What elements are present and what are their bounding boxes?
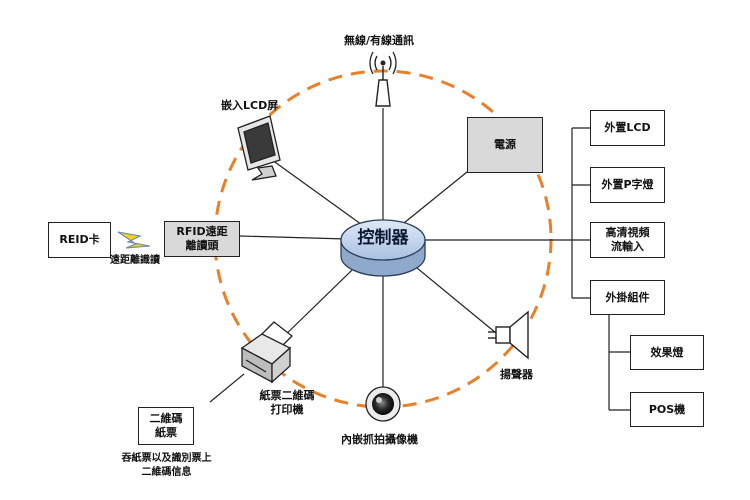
qr-ticket-note: 吞紙票以及識別票上 二維碼信息 [121,453,212,478]
rfid-reader-label: RFID遠距 離讀頭 [176,225,228,252]
sub-item-pos-machine: POS機 [630,392,704,427]
side-item-label: 外置LCD [604,121,651,134]
printer-label: 紙票二維碼 打印機 [259,389,315,416]
reid-card-label: REID卡 [59,233,100,246]
side-item-external-lcd: 外置LCD [590,110,665,146]
rfid-reader-box: RFID遠距 離讀頭 [164,221,240,257]
monitor-icon [237,115,281,181]
wireless-label: 無線/有線通訊 [344,34,415,47]
speaker-icon [488,310,529,360]
side-item-label: 高清視頻 流輸入 [605,226,650,253]
lightning-icon [117,231,151,249]
side-bracket-lines [571,127,630,411]
power-label: 電源 [494,138,516,151]
side-item-label: 外掛組件 [605,290,650,304]
speaker-label: 揚聲器 [500,368,533,381]
sub-item-label: 效果燈 [650,345,684,359]
qr-ticket-label: 二維碼 紙票 [149,412,183,439]
qr-ticket-box: 二維碼 紙票 [138,407,194,445]
long-range-read-label: 遠距離識讀 [110,255,160,266]
side-item-p-sign-light: 外置P字燈 [590,167,665,203]
side-item-hd-video-input: 高清視頻 流輸入 [590,222,665,258]
hub-label: 控制器 [357,228,409,248]
sub-item-effect-light: 效果燈 [630,335,704,370]
side-item-label: 外置P字燈 [601,178,654,191]
printer-icon [240,321,293,384]
antenna-icon [369,51,397,107]
reid-card-box: REID卡 [48,222,111,258]
side-item-plugin-components: 外掛組件 [590,280,665,315]
power-box: 電源 [467,117,543,173]
camera-label: 內嵌抓拍攝像機 [341,433,418,446]
embedded-lcd-label: 嵌入LCD屏 [221,99,279,112]
camera-icon [365,386,401,422]
sub-item-label: POS機 [648,402,686,416]
hub-cylinder [340,219,426,277]
